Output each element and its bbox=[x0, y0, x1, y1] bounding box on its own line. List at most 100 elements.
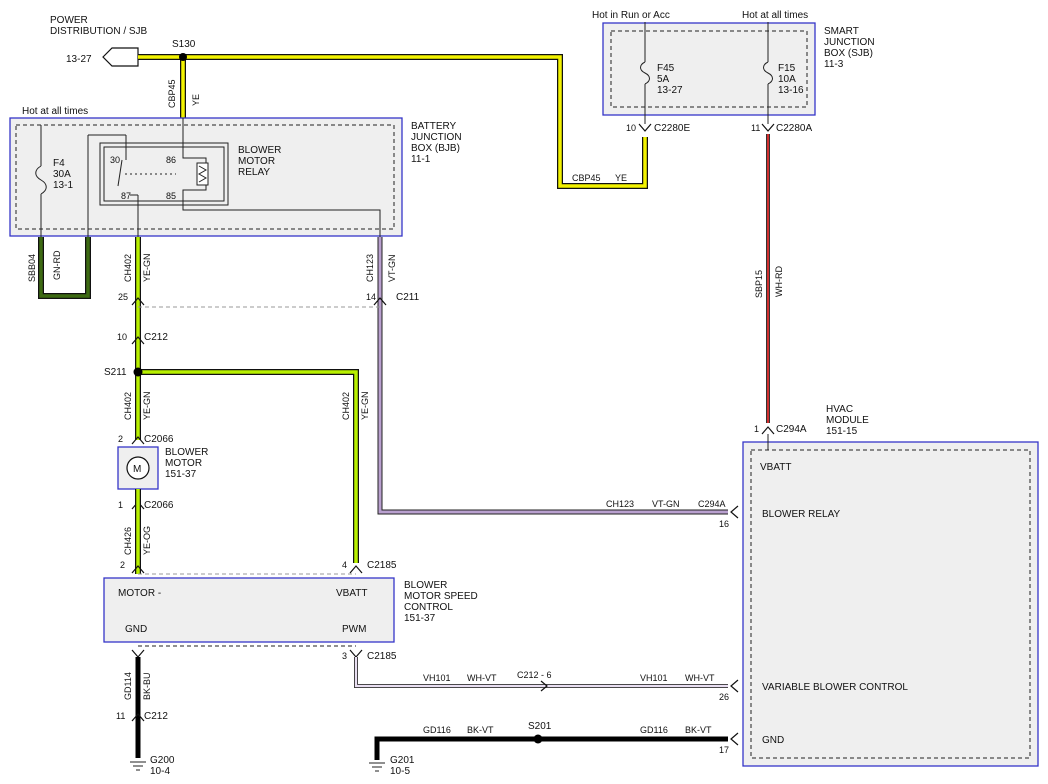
bmsc-pin-motor: MOTOR - bbox=[118, 588, 161, 599]
connector-c2185-gnd-icon bbox=[131, 649, 145, 658]
wire-ch123 bbox=[377, 237, 728, 515]
gd116-right-color: BK-VT bbox=[685, 725, 712, 735]
ground-g201-name: G201 bbox=[390, 755, 415, 766]
fuse-f45 bbox=[640, 22, 650, 124]
ch123-horizontal-color: VT-GN bbox=[652, 499, 680, 509]
fuse-f15-rating: 10A bbox=[778, 74, 796, 85]
wire-sbb04 bbox=[38, 237, 91, 299]
gd114-circuit: GD114 bbox=[123, 672, 133, 700]
ch123-horizontal-circuit: CH123 bbox=[606, 499, 634, 509]
ch123-top-color: VT-GN bbox=[387, 254, 397, 282]
motor-symbol: M bbox=[133, 464, 141, 475]
fuse-f4-rating: 30A bbox=[53, 169, 71, 180]
ch426-color: YE-OG bbox=[142, 526, 152, 555]
bjb-title-2: JUNCTION bbox=[411, 132, 462, 143]
fuse-f15-ref: 13-16 bbox=[778, 85, 804, 96]
connector-c212-6-icon bbox=[540, 680, 548, 692]
wire-gd116 bbox=[374, 736, 728, 760]
bjb-hot-at-all-times: Hot at all times bbox=[22, 106, 88, 117]
gd116-right-pin: 17 bbox=[719, 745, 729, 755]
vh101-right-color: WH-VT bbox=[685, 673, 715, 683]
ground-g201-ref: 10-5 bbox=[390, 766, 410, 777]
blower-motor-ref: 151-37 bbox=[165, 469, 197, 480]
connector-c2185-pin-2-icon bbox=[131, 565, 145, 574]
bmsc-title-2: MOTOR SPEED bbox=[404, 591, 478, 602]
relay-coil-icon bbox=[182, 118, 381, 237]
wire-cbp45 bbox=[138, 54, 648, 189]
fuse-f4-ref: 13-1 bbox=[53, 180, 73, 191]
connector-c211-pin-14-icon bbox=[373, 297, 387, 306]
fuse-f15 bbox=[763, 22, 773, 124]
sbp15-color: WH-RD bbox=[774, 266, 784, 297]
fuse-icon bbox=[35, 165, 47, 195]
sbb04-circuit: SBB04 bbox=[27, 254, 37, 282]
connector-c212-bottom-icon bbox=[131, 713, 145, 722]
splice-s130 bbox=[179, 53, 187, 61]
hvac-title-2: MODULE bbox=[826, 415, 869, 426]
fuse-icon bbox=[640, 61, 650, 85]
ch123-top-circuit: CH123 bbox=[365, 254, 375, 282]
sbb04-color: GN-RD bbox=[52, 250, 62, 280]
power-distribution-title-1: POWER bbox=[50, 15, 88, 26]
c2066-bottom-pin: 1 bbox=[118, 500, 123, 510]
splice-s201 bbox=[533, 734, 543, 744]
fuse-f4 bbox=[35, 125, 47, 237]
relay-title-2: MOTOR bbox=[238, 156, 275, 167]
bmsc-pin-pwm: PWM bbox=[342, 624, 366, 635]
relay-title-3: RELAY bbox=[238, 167, 270, 178]
ch426-circuit: CH426 bbox=[123, 527, 133, 555]
connector-c2280e-icon bbox=[638, 123, 652, 132]
sjb-title-1: SMART bbox=[824, 26, 859, 37]
page-reference-arrow-icon bbox=[102, 47, 139, 67]
c2280e-pin: 10 bbox=[626, 123, 636, 133]
fuse-f15-name: F15 bbox=[778, 63, 796, 74]
wire-vh101 bbox=[354, 657, 728, 688]
cbp45-horizontal-circuit: CBP45 bbox=[572, 173, 601, 183]
connector-c2066-top-icon bbox=[131, 436, 145, 445]
c2066-top-pin: 2 bbox=[118, 434, 123, 444]
bmsc-title-1: BLOWER bbox=[404, 580, 447, 591]
vh101-left-color: WH-VT bbox=[467, 673, 497, 683]
vh101-right-circuit: VH101 bbox=[640, 673, 668, 683]
cbp45-vertical-circuit: CBP45 bbox=[167, 79, 177, 108]
gd116-right-circuit: GD116 bbox=[640, 725, 668, 735]
hvac-ref: 151-15 bbox=[826, 426, 858, 437]
c2280e-name: C2280E bbox=[654, 123, 690, 134]
sjb-hot-at-all-times: Hot at all times bbox=[742, 10, 808, 21]
hvac-pin-variable-blower-control: VARIABLE BLOWER CONTROL bbox=[762, 682, 908, 693]
ground-g200-icon bbox=[130, 761, 146, 771]
ch123-horizontal-connector: C294A bbox=[698, 499, 726, 509]
blower-motor-speed-control bbox=[103, 577, 395, 643]
hvac-pin-blower-relay: BLOWER RELAY bbox=[762, 509, 840, 520]
relay-pin-30: 30 bbox=[110, 155, 120, 165]
fuse-f45-ref: 13-27 bbox=[657, 85, 683, 96]
c2185-bottom-name: C2185 bbox=[367, 651, 397, 662]
hvac-module bbox=[742, 441, 1039, 767]
connector-c2185-pin-4-icon bbox=[349, 565, 363, 574]
bjb-ref: 11-1 bbox=[411, 154, 431, 165]
connector-c211-pin-25-icon bbox=[131, 297, 145, 306]
bmsc-title-3: CONTROL bbox=[404, 602, 453, 613]
power-distribution-title-2: DISTRIBUTION / SJB bbox=[50, 26, 148, 37]
vh101-left-circuit: VH101 bbox=[423, 673, 451, 683]
c2185-bottom-pin: 3 bbox=[342, 651, 347, 661]
bmsc-pin-gnd: GND bbox=[125, 624, 147, 635]
splice-s211 bbox=[133, 367, 143, 377]
cbp45-horizontal-color: YE bbox=[615, 173, 627, 183]
c212-bottom-name: C212 bbox=[144, 711, 168, 722]
fuse-f45-rating: 5A bbox=[657, 74, 670, 85]
blower-motor-title-2: MOTOR bbox=[165, 458, 202, 469]
splice-s201-label: S201 bbox=[528, 721, 552, 732]
ch402-mid-circuit: CH402 bbox=[123, 392, 133, 420]
ch402-top-circuit: CH402 bbox=[123, 254, 133, 282]
relay-pin-85: 85 bbox=[166, 191, 176, 201]
gd116-left-circuit: GD116 bbox=[423, 725, 451, 735]
ground-g201-icon bbox=[369, 762, 385, 772]
sjb-title-3: BOX (SJB) bbox=[824, 48, 873, 59]
splice-s130-label: S130 bbox=[172, 39, 196, 50]
fuse-f4-name: F4 bbox=[53, 158, 65, 169]
connector-c294a-pin-26-icon bbox=[730, 679, 739, 693]
motor-icon bbox=[126, 456, 150, 480]
connector-c294a-pin-16-icon bbox=[730, 505, 739, 519]
